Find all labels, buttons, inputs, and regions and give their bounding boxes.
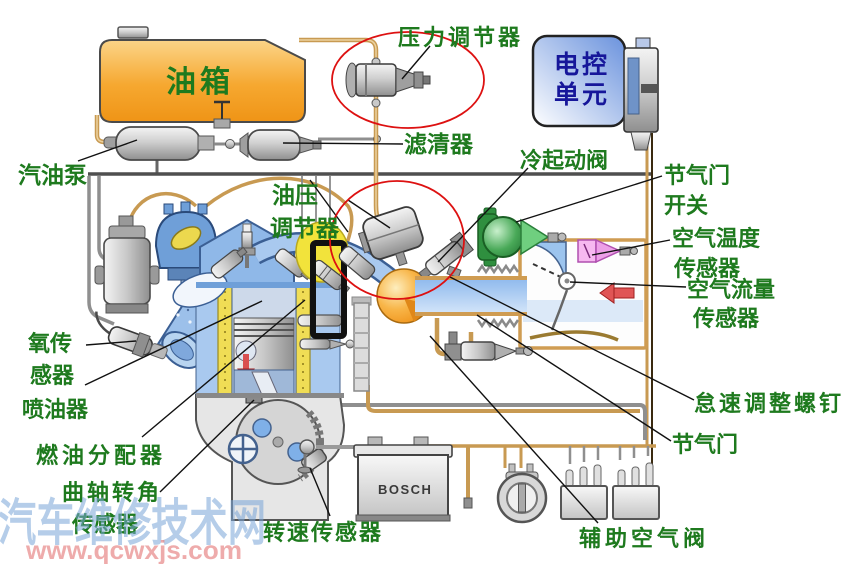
- intake-tube: [415, 276, 527, 316]
- label-oxygen-1: 氧传: [27, 331, 72, 356]
- label-oil-pressure-2: 调节器: [270, 215, 340, 241]
- label-injector: 喷油器: [22, 397, 89, 422]
- leader-oxygen-sensor: [85, 340, 137, 346]
- label-crank-angle-1: 曲轴转角: [62, 480, 162, 505]
- ignition-coil: [94, 215, 160, 314]
- leader-air-flow: [569, 281, 687, 288]
- leader-fuel-distributor: [141, 299, 306, 438]
- highlight-circle-oil-pressure-regulator: [329, 180, 465, 300]
- watermark-site-url: www.qcwxjs.com: [25, 535, 242, 564]
- tank-filler-cap: [117, 26, 149, 39]
- highlight-circle-pressure-regulator: [331, 31, 485, 129]
- throttle-switch: [477, 207, 567, 267]
- fuel-pump: [103, 100, 248, 161]
- watermark: 汽车维修技术网 www.qcwxjs.com: [0, 495, 266, 564]
- auxiliary-air-valve: [444, 331, 533, 361]
- leader-oil-pressure: [309, 179, 349, 233]
- air-inlet-arrow: [599, 282, 615, 304]
- leader-pressure-regulator: [401, 45, 431, 80]
- leader-idle-screw: [449, 276, 695, 401]
- label-cold-start-valve: 冷起动阀: [520, 148, 608, 173]
- fuel-distributor-highlight-box: [310, 240, 347, 339]
- leader-air-temp: [591, 239, 671, 256]
- fuel-tank: [99, 26, 306, 123]
- label-oxygen-2: 感器: [30, 363, 75, 388]
- label-air-temp-1: 空气温度: [672, 226, 761, 251]
- label-tank: 油箱: [166, 66, 234, 99]
- label-air-flow-2: 传感器: [692, 306, 760, 331]
- leader-fuel-pump: [77, 139, 138, 162]
- label-throttle: 节气门: [672, 432, 738, 457]
- pressure-regulator: [345, 62, 431, 98]
- leader-filter: [282, 142, 404, 145]
- label-throttle-switch-2: 开关: [664, 193, 708, 218]
- distributor-rotor: [170, 226, 202, 250]
- label-ecu-line1: 电控: [554, 51, 610, 79]
- air-flow-meter: [415, 238, 648, 350]
- air-temp-sensor: [577, 238, 638, 264]
- leader-throttle-switch: [515, 175, 663, 223]
- label-crank-angle-2: 传感器: [71, 512, 139, 537]
- leader-crank-angle: [159, 399, 255, 493]
- engine-block: [195, 286, 346, 521]
- leader-injector: [84, 300, 263, 386]
- cold-start-valve: [418, 231, 474, 280]
- leader-oil-pressure-regulator: [347, 199, 391, 229]
- label-throttle-switch-1: 节气门: [664, 163, 730, 188]
- fuel-distributor-zone: [295, 221, 372, 392]
- battery: BOSCH: [297, 436, 453, 522]
- relay-box-1: [560, 464, 608, 520]
- label-filter: 滤清器: [404, 131, 474, 157]
- bellows-top: [476, 263, 520, 275]
- throttle-plate-dashed: [532, 263, 564, 279]
- relay-box-2: [612, 462, 660, 520]
- label-fuel-pump: 汽油泵: [18, 162, 87, 188]
- round-relay: [496, 463, 548, 524]
- bellows-bottom: [476, 317, 520, 329]
- left-pipe-a: [87, 176, 115, 326]
- leader-cold-start-valve: [437, 167, 529, 263]
- label-idle-screw: 怠速调整螺钉: [694, 391, 844, 416]
- label-speed-sensor: 转速传感器: [263, 520, 383, 545]
- label-aux-air-valve: 辅助空气阀: [579, 526, 709, 551]
- leader-throttle: [476, 314, 672, 442]
- watermark-site-name: 汽车维修技术网: [0, 495, 266, 551]
- label-bosch: BOSCH: [378, 482, 432, 497]
- fuel-line-arc: [204, 176, 354, 244]
- spark-plug: [241, 231, 253, 249]
- label-air-temp-2: 传感器: [673, 256, 741, 281]
- label-oil-pressure-1: 油压: [272, 182, 318, 208]
- label-air-flow-1: 空气流量: [687, 277, 775, 302]
- injector-left: [210, 246, 248, 279]
- label-pressure-regulator: 压力调节器: [398, 25, 523, 50]
- label-fuel-distributor: 燃油分配器: [36, 443, 166, 468]
- label-ecu-line2: 单元: [554, 81, 610, 109]
- sensor-flap: [529, 330, 619, 342]
- leader-aux-air-valve: [429, 335, 599, 524]
- leader-speed-sensor: [309, 467, 331, 517]
- fuel-accumulator: [239, 129, 322, 161]
- labels: 油箱 汽油泵 滤清器 压力调节器 冷起动阀 油压 调节器 节气门 开关 空气温度…: [18, 25, 844, 551]
- leader-lines: [77, 45, 695, 524]
- ecu-unit: 电控 单元: [531, 34, 659, 151]
